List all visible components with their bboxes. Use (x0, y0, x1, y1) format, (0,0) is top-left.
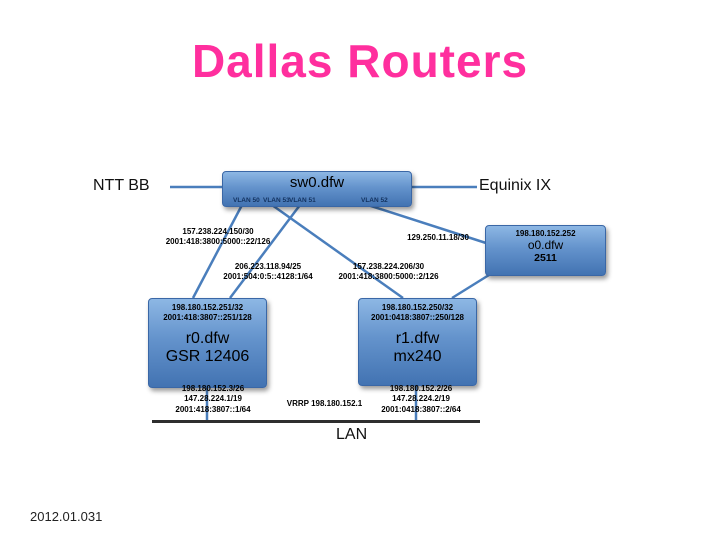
ix-link-ipv4: 206.223.118.94/25 (234, 262, 302, 271)
router1-lan-ipv4: 198.180.152.2/26 (389, 384, 453, 393)
link-label-transit: 157.238.224.206/30 2001:418:3800:5000::2… (316, 262, 461, 283)
vlan-52-label: VLAN 52 (361, 197, 388, 204)
router1-name: r1.dfw (395, 330, 440, 347)
router1-lan-ipv6: 2001:0418:3807::2/64 (381, 404, 461, 414)
router0-loopback-ipv4: 198.180.152.251/32 (171, 303, 244, 312)
link-label-ix: 206.223.118.94/25 2001:504:0:5::4128:1/6… (198, 262, 338, 283)
link-label-ntt: 157.238.224.150/30 2001:418:3800:5000::2… (148, 227, 288, 248)
router1-lan-ips: 198.180.152.2/26 147.28.224.2/19 2001:04… (366, 384, 476, 415)
router0-lan-ipv4: 198.180.152.3/26 (181, 384, 245, 393)
vlan-50-label: VLAN 50 (233, 197, 260, 204)
router0-loopback-ipv6: 2001:418:3807::251/128 (163, 313, 252, 322)
link-sw0-r1 (271, 203, 404, 300)
ntt-link-ipv4: 157.238.224.150/30 (182, 227, 254, 236)
equinix-ix-label: Equinix IX (479, 177, 552, 194)
switch-name: sw0.dfw (289, 174, 345, 191)
link-sw0-r0-b (229, 204, 301, 299)
node-router-r0dfw: 198.180.152.251/32 2001:418:3807::251/12… (148, 298, 267, 388)
router1-lan-ipv4b: 147.28.224.2/19 (392, 394, 450, 404)
router0-model: GSR 12406 (165, 348, 250, 365)
ix-link-ipv6: 2001:504:0:5::4128:1/64 (223, 272, 313, 282)
slide-footer: 2012.01.031 (30, 509, 103, 524)
vlan-51-label: VLAN 51 (289, 197, 316, 204)
router0-name: r0.dfw (185, 330, 230, 347)
lan-segment-line (152, 420, 480, 423)
slide-title: Dallas Routers (191, 35, 529, 87)
router1-loopback-ipv6: 2001:0418:3807::250/128 (371, 313, 464, 322)
link-label-equinix: 129.250.11.18/30 (402, 233, 474, 243)
console-name: o0.dfw (527, 238, 564, 252)
router1-model: mx240 (393, 348, 442, 365)
node-console-o0dfw: 198.180.152.252 o0.dfw 2511 (485, 225, 606, 276)
node-router-r1dfw: 198.180.152.250/32 2001:0418:3807::250/1… (358, 298, 477, 386)
ntt-bb-label: NTT BB (93, 177, 150, 194)
router0-lan-ipv6: 2001:418:3807::1/64 (175, 404, 251, 414)
console-model: 2511 (534, 252, 557, 264)
transit-link-ipv4: 157.238.224.206/30 (352, 262, 425, 271)
link-sw0-o0 (367, 203, 487, 245)
lan-label: LAN (336, 426, 368, 443)
router0-lan-ipv4b: 147.28.224.1/19 (184, 394, 242, 404)
ntt-link-ipv6: 2001:418:3800:5000::22/126 (165, 237, 271, 247)
link-sw0-r0-a (191, 204, 244, 299)
transit-link-ipv6: 2001:418:3800:5000::2/126 (338, 272, 439, 282)
router0-lan-ips: 198.180.152.3/26 147.28.224.1/19 2001:41… (158, 384, 268, 415)
equinix-link-ipv4: 129.250.11.18/30 (407, 233, 469, 242)
vlan-53-label: VLAN 53 (263, 197, 290, 204)
router1-loopback-ipv4: 198.180.152.250/32 (381, 303, 454, 312)
node-switch-sw0dfw: sw0.dfw VLAN 50 VLAN 53 VLAN 51 VLAN 52 (222, 171, 412, 207)
console-ip: 198.180.152.252 (515, 229, 576, 238)
vrrp-label: VRRP 198.180.152.1 (286, 399, 363, 408)
